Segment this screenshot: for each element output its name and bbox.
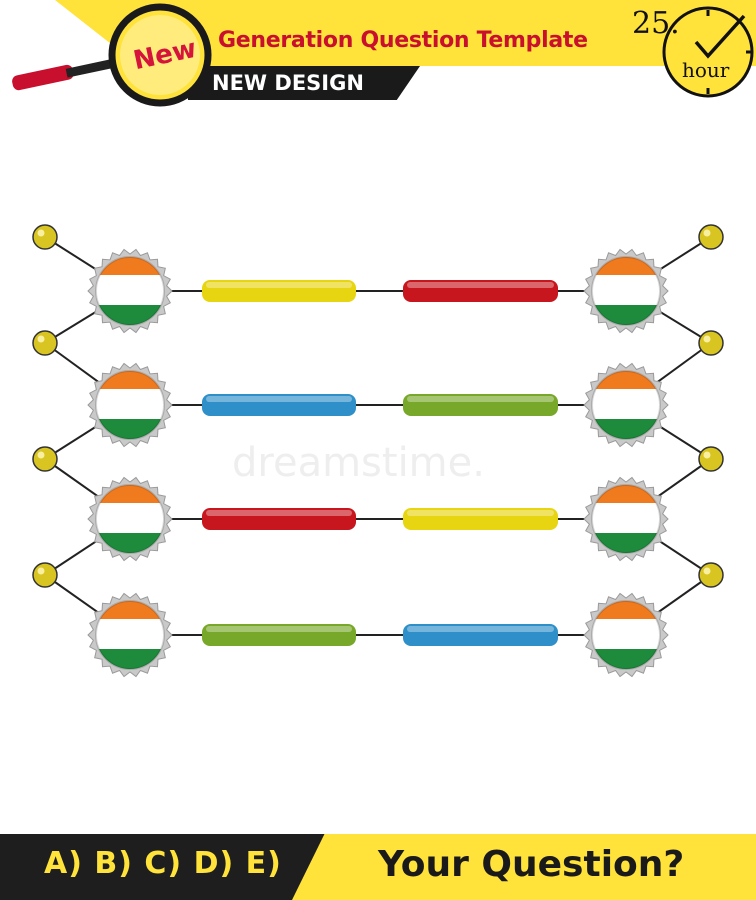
node-ball-left-2	[32, 330, 58, 356]
bar-right-2	[403, 394, 558, 416]
subtitle-bar	[188, 66, 420, 100]
answer-options: A) B) C) D) E)	[44, 846, 282, 881]
footer-yellow-band	[292, 834, 756, 900]
bottle-cap-right-4	[583, 592, 669, 678]
node-ball-right-2	[698, 330, 724, 356]
node-ball-right-3	[698, 446, 724, 472]
node-ball-left-4	[32, 562, 58, 588]
node-ball-left-3	[32, 446, 58, 472]
bar-right-1	[403, 280, 558, 302]
magnifier-icon	[12, 3, 212, 107]
question-text: Your Question?	[378, 844, 685, 885]
bar-right-4	[403, 624, 558, 646]
page-title: Generation Question Template	[218, 28, 588, 53]
bar-right-3	[403, 508, 558, 530]
bar-left-2	[202, 394, 356, 416]
node-ball-right-1	[698, 224, 724, 250]
bar-left-1	[202, 280, 356, 302]
bar-left-4	[202, 624, 356, 646]
bottle-cap-left-3	[87, 476, 173, 562]
clock-unit: hour	[682, 58, 730, 82]
node-ball-right-4	[698, 562, 724, 588]
bar-left-3	[202, 508, 356, 530]
checkmark-clock-icon	[662, 6, 754, 98]
bottle-cap-right-1	[583, 248, 669, 334]
bottle-cap-left-2	[87, 362, 173, 448]
bottle-cap-left-1	[87, 248, 173, 334]
watermark: dreamstime.	[232, 440, 485, 486]
bottle-cap-left-4	[87, 592, 173, 678]
page-subtitle: NEW DESIGN	[212, 71, 364, 95]
bottle-cap-right-2	[583, 362, 669, 448]
node-ball-left-1	[32, 224, 58, 250]
clock-number: 25.	[632, 6, 680, 41]
bottle-cap-right-3	[583, 476, 669, 562]
